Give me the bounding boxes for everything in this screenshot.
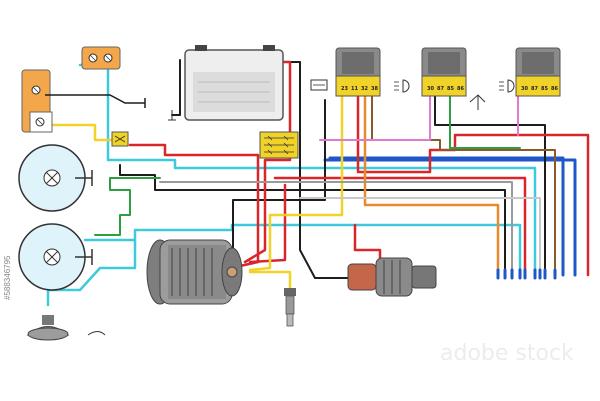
wire-yellow xyxy=(43,123,117,142)
wire-cyan xyxy=(78,63,537,272)
wire-pink xyxy=(319,94,431,141)
relay-3-pin-1: 30 xyxy=(521,86,528,92)
headlight-left xyxy=(18,144,93,212)
relay-2-pin-4: 86 xyxy=(457,86,464,92)
relay-1-pin-1: 23 xyxy=(341,86,348,92)
relay-1: 23 11 32 38 xyxy=(335,47,381,97)
wire-yellow-2 xyxy=(248,93,344,272)
wire-yellow-3 xyxy=(248,270,292,292)
battery xyxy=(184,45,284,121)
wire-green-2 xyxy=(449,94,521,149)
wire-grey-2 xyxy=(299,197,541,273)
ground-symbols xyxy=(91,110,176,186)
connector-yellow xyxy=(111,131,129,147)
headlamp-icon-1 xyxy=(394,79,410,93)
relay-3-pin-4: 86 xyxy=(551,86,558,92)
wire-black-5 xyxy=(434,94,546,276)
relay-3-pin-3: 85 xyxy=(541,86,548,92)
relay-2-pin-3: 85 xyxy=(447,86,454,92)
relay-2: 30 87 85 86 xyxy=(421,47,467,97)
watermark: adobe stock xyxy=(440,341,574,366)
lamp-socket-left xyxy=(21,69,53,133)
wire-red-4 xyxy=(273,176,527,274)
stock-id: #588346795 xyxy=(3,255,12,300)
relay-3-pin-2: 87 xyxy=(531,86,538,92)
wire-bundle-end xyxy=(496,268,557,280)
bulb-icon-1 xyxy=(310,79,328,91)
wire-blue xyxy=(328,156,565,277)
wire-green xyxy=(94,177,161,236)
wire-blue-2 xyxy=(323,158,577,277)
wire-black-3 xyxy=(119,164,506,271)
switch-small xyxy=(469,94,486,110)
wire-black-2 xyxy=(277,61,356,279)
relay-2-pin-2: 87 xyxy=(437,86,444,92)
wire-red xyxy=(243,60,292,264)
fuse-block xyxy=(259,131,299,159)
relay-3: 30 87 85 86 xyxy=(515,47,561,97)
oil-pressure-sensor xyxy=(284,288,296,327)
relay-2-pin-1: 30 xyxy=(427,86,434,92)
wire-grey xyxy=(159,181,513,273)
wire-cyan-3 xyxy=(46,238,137,307)
relay-1-pin-2: 11 xyxy=(351,86,358,92)
wire-red-5 xyxy=(353,223,382,264)
wires xyxy=(43,59,590,307)
wire-orange xyxy=(363,93,500,277)
headlight-right xyxy=(18,223,93,291)
relay-1-pin-4: 38 xyxy=(371,86,378,92)
wire-black xyxy=(171,59,181,116)
wire-red-6 xyxy=(248,183,287,264)
lamp-socket-top xyxy=(81,46,121,70)
switch xyxy=(45,94,146,108)
watermark-text: adobe stock xyxy=(440,341,574,366)
starter xyxy=(347,257,437,297)
wire-black-4 xyxy=(232,99,326,256)
horn xyxy=(26,315,106,341)
wire-red-3 xyxy=(356,93,590,277)
wire-brown xyxy=(371,94,556,276)
headlamp-icon-2 xyxy=(499,79,515,93)
relay-1-pin-3: 32 xyxy=(361,86,368,92)
generator xyxy=(146,239,243,305)
